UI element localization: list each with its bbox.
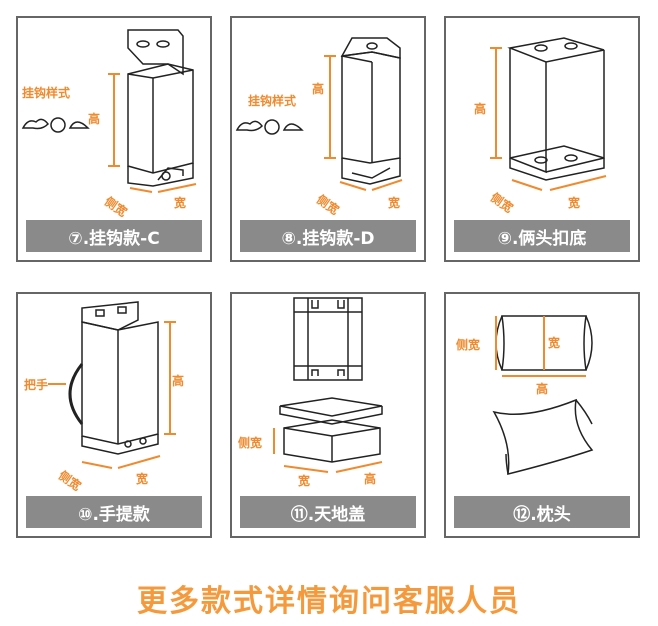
handle-box-illustration — [48, 301, 176, 469]
hook-style-icons — [235, 119, 304, 135]
width-label: 宽 — [568, 196, 581, 210]
card-hook-c: 挂钩样式 高 侧宽 宽 ⑦.挂钩款-C — [16, 16, 212, 262]
double-tuck-box-illustration — [490, 37, 607, 191]
height-label: 高 — [172, 374, 185, 388]
card-pillow: 侧宽 宽 高 ⑫.枕头 — [444, 292, 640, 538]
pillow-box-illustration — [492, 315, 594, 475]
width-label: 宽 — [298, 474, 311, 488]
hook-style-label: 挂钩样式 — [22, 86, 71, 100]
hook-style-icons — [21, 117, 90, 133]
depth-label: 侧宽 — [238, 436, 263, 450]
hook-style-label: 挂钩样式 — [248, 94, 297, 108]
height-label: 高 — [364, 472, 377, 486]
depth-label: 侧宽 — [456, 338, 481, 352]
height-label: 高 — [312, 82, 325, 96]
card-handle: 把手 高 侧宽 宽 ⑩.手提款 — [16, 292, 212, 538]
width-label: 宽 — [388, 196, 401, 210]
footer-text: 更多款式详情询问客服人员 — [137, 584, 521, 619]
card-double-tuck: 高 侧宽 宽 ⑨.俩头扣底 — [444, 16, 640, 262]
width-label: 宽 — [136, 472, 149, 486]
card-caption: ⑫.枕头 — [454, 496, 630, 528]
card-caption: ⑪.天地盖 — [240, 496, 416, 528]
width-label: 宽 — [548, 336, 561, 350]
card-lid-base: 侧宽 宽 高 ⑪.天地盖 — [230, 292, 426, 538]
lid-base-box-illustration — [273, 297, 383, 473]
card-caption: ⑧.挂钩款-D — [240, 220, 416, 252]
card-caption: ⑦.挂钩款-C — [26, 220, 202, 252]
handle-label: 把手 — [24, 378, 49, 392]
height-label: 高 — [536, 382, 549, 396]
card-caption: ⑨.俩头扣底 — [454, 220, 630, 252]
width-label: 宽 — [174, 196, 187, 210]
hook-c-box-illustration — [21, 29, 197, 193]
card-hook-d: 挂钩样式 高 侧宽 宽 ⑧.挂钩款-D — [230, 16, 426, 262]
hook-d-box-illustration — [235, 37, 403, 191]
height-label: 高 — [474, 102, 487, 116]
card-caption: ⑩.手提款 — [26, 496, 202, 528]
height-label: 高 — [88, 112, 101, 126]
